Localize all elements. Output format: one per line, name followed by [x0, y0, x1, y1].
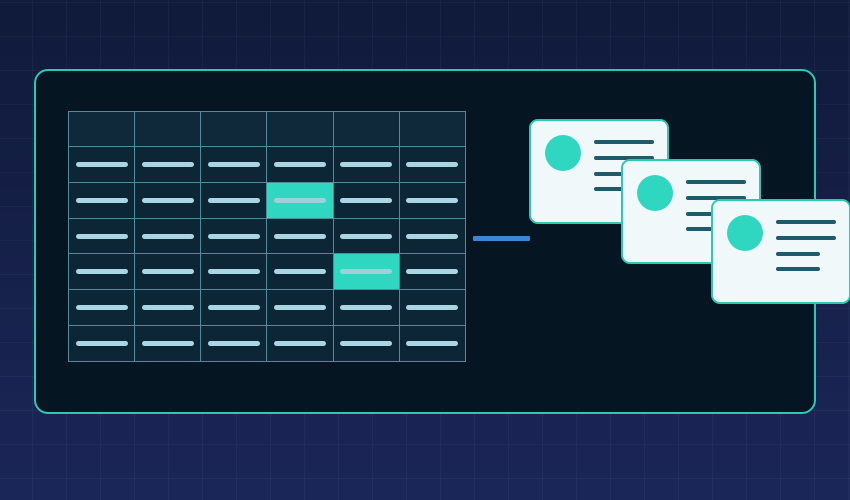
table-cell [69, 290, 136, 327]
table-cell [135, 290, 202, 327]
table-cell [399, 326, 466, 362]
table-cell [201, 254, 268, 291]
table-cell [201, 218, 268, 255]
table-cell [333, 147, 400, 183]
highlighted-table-cell [333, 254, 400, 291]
table-cell [69, 218, 136, 255]
table-cell [69, 147, 136, 183]
card-text-line [776, 252, 820, 256]
cell-placeholder-bar [207, 269, 260, 275]
card-text-line [686, 180, 746, 184]
table-header-cell [135, 112, 202, 147]
card-text-line [686, 196, 746, 200]
card-text-line [776, 267, 820, 271]
cell-placeholder-bar [141, 341, 194, 347]
table-cell [267, 147, 334, 183]
cell-placeholder-bar [141, 305, 194, 311]
table-cell [135, 147, 202, 183]
connector-line [473, 236, 530, 241]
card-text-line [594, 187, 638, 191]
card-text-line [594, 172, 638, 176]
cell-placeholder-bar [75, 233, 128, 239]
card-text-line [594, 140, 654, 144]
table-cell [201, 147, 268, 183]
table-header-cell [333, 112, 400, 147]
table-cell [201, 290, 268, 327]
cell-placeholder-bar [340, 197, 393, 203]
table-cell [267, 218, 334, 255]
highlighted-table-cell [267, 182, 334, 219]
card-text-line [594, 156, 654, 160]
cell-placeholder-bar [340, 341, 393, 347]
table-cell [399, 290, 466, 327]
cell-placeholder-bar [75, 161, 128, 167]
avatar-icon [727, 215, 763, 251]
record-card-3 [711, 199, 850, 304]
table-cell [69, 254, 136, 291]
cell-placeholder-bar [340, 305, 393, 311]
table-cell [69, 182, 136, 219]
table-cell [201, 182, 268, 219]
table-cell [399, 147, 466, 183]
cell-placeholder-bar [207, 341, 260, 347]
table-cell [333, 326, 400, 362]
cell-placeholder-bar [141, 197, 194, 203]
cell-placeholder-bar [406, 161, 459, 167]
cell-placeholder-bar [274, 197, 327, 203]
table-cell [333, 182, 400, 219]
cell-placeholder-bar [406, 305, 459, 311]
cell-placeholder-bar [75, 197, 128, 203]
table-header-cell [69, 112, 136, 147]
avatar-icon [545, 135, 581, 171]
cell-placeholder-bar [406, 341, 459, 347]
cell-placeholder-bar [406, 269, 459, 275]
table-header-cell [201, 112, 268, 147]
cell-placeholder-bar [274, 341, 327, 347]
table-cell [69, 326, 136, 362]
table-cell [135, 254, 202, 291]
table-cell [135, 326, 202, 362]
cell-placeholder-bar [141, 161, 194, 167]
table-cell [267, 326, 334, 362]
cell-placeholder-bar [207, 161, 260, 167]
card-text-line [686, 227, 730, 231]
cell-placeholder-bar [75, 269, 128, 275]
cell-placeholder-bar [274, 233, 327, 239]
table-cell [399, 182, 466, 219]
table-cell [135, 182, 202, 219]
table-cell [267, 254, 334, 291]
table-cell [333, 290, 400, 327]
table-cell [135, 218, 202, 255]
data-table-grid [68, 111, 466, 362]
table-header-cell [267, 112, 334, 147]
cell-placeholder-bar [340, 233, 393, 239]
cell-placeholder-bar [75, 341, 128, 347]
table-cell [201, 326, 268, 362]
table-cell [399, 218, 466, 255]
cell-placeholder-bar [141, 233, 194, 239]
cell-placeholder-bar [340, 161, 393, 167]
cell-placeholder-bar [274, 269, 327, 275]
cell-placeholder-bar [340, 269, 393, 275]
cell-placeholder-bar [141, 269, 194, 275]
table-cell [399, 254, 466, 291]
card-text-line [776, 220, 836, 224]
cell-placeholder-bar [406, 197, 459, 203]
cell-placeholder-bar [406, 233, 459, 239]
table-cell [267, 290, 334, 327]
table-header-cell [399, 112, 466, 147]
cell-placeholder-bar [207, 233, 260, 239]
cell-placeholder-bar [207, 197, 260, 203]
cell-placeholder-bar [75, 305, 128, 311]
table-cell [333, 218, 400, 255]
card-text-line [776, 236, 836, 240]
cell-placeholder-bar [274, 161, 327, 167]
card-text-line [686, 212, 730, 216]
cell-placeholder-bar [207, 305, 260, 311]
avatar-icon [637, 175, 673, 211]
cell-placeholder-bar [274, 305, 327, 311]
